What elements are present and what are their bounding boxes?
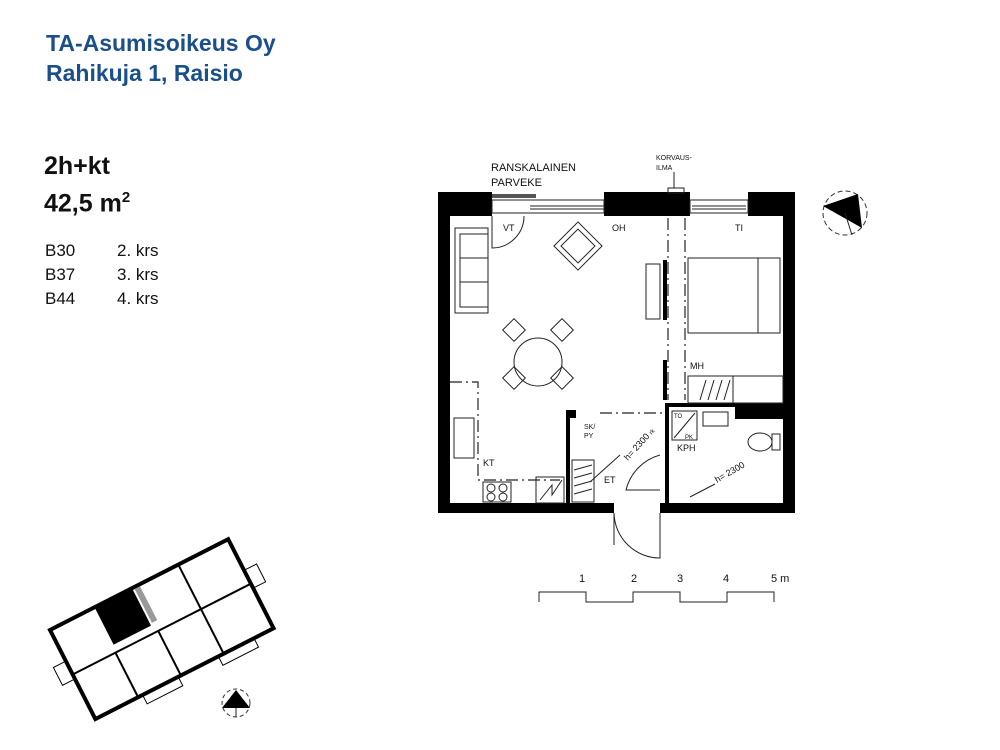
room-oh: OH bbox=[612, 223, 626, 233]
outer-walls bbox=[438, 192, 795, 513]
svg-text:SK/: SK/ bbox=[584, 424, 595, 431]
svg-text:KORVAUS-: KORVAUS- bbox=[656, 155, 693, 162]
svg-text:4: 4 bbox=[723, 573, 729, 585]
svg-text:1: 1 bbox=[579, 573, 585, 585]
company-name: TA-Asumisoikeus Oy bbox=[46, 30, 276, 56]
north-arrow-icon bbox=[822, 190, 868, 236]
room-kt: KT bbox=[483, 458, 495, 468]
site-north-arrow-icon bbox=[221, 688, 251, 718]
svg-text:2: 2 bbox=[631, 573, 637, 585]
room-et: ET bbox=[604, 475, 616, 485]
apartment-info: 2h+kt 42,5 m2 bbox=[44, 150, 130, 219]
ceiling-height: h= 2300 bbox=[713, 460, 746, 485]
svg-text:RANSKALAINEN: RANSKALAINEN bbox=[491, 162, 576, 174]
windows bbox=[491, 187, 749, 214]
scale-bar: 1 2 3 4 5 m bbox=[538, 573, 789, 603]
svg-text:5 m: 5 m bbox=[771, 573, 789, 585]
furniture bbox=[450, 221, 784, 504]
doors bbox=[491, 215, 661, 559]
apartment-area: 42,5 m2 bbox=[44, 189, 131, 218]
apartment-type: 2h+kt bbox=[44, 152, 111, 180]
room-kph: KPH bbox=[677, 443, 696, 453]
interior-walls bbox=[566, 218, 783, 503]
svg-text:TO: TO bbox=[674, 414, 683, 420]
svg-text:PARVEKE: PARVEKE bbox=[491, 177, 542, 189]
svg-text:ILMA: ILMA bbox=[656, 165, 673, 172]
room-mh: MH bbox=[690, 361, 704, 371]
site-plan bbox=[47, 536, 277, 722]
room-ti: TI bbox=[735, 223, 743, 233]
svg-text:PY: PY bbox=[584, 433, 594, 440]
ceiling-height: h= 2300 rk bbox=[622, 425, 657, 462]
address: Rahikuja 1, Raisio bbox=[46, 60, 243, 86]
svg-text:PK: PK bbox=[685, 435, 693, 441]
svg-text:3: 3 bbox=[677, 573, 683, 585]
room-vt: VT bbox=[503, 223, 515, 233]
